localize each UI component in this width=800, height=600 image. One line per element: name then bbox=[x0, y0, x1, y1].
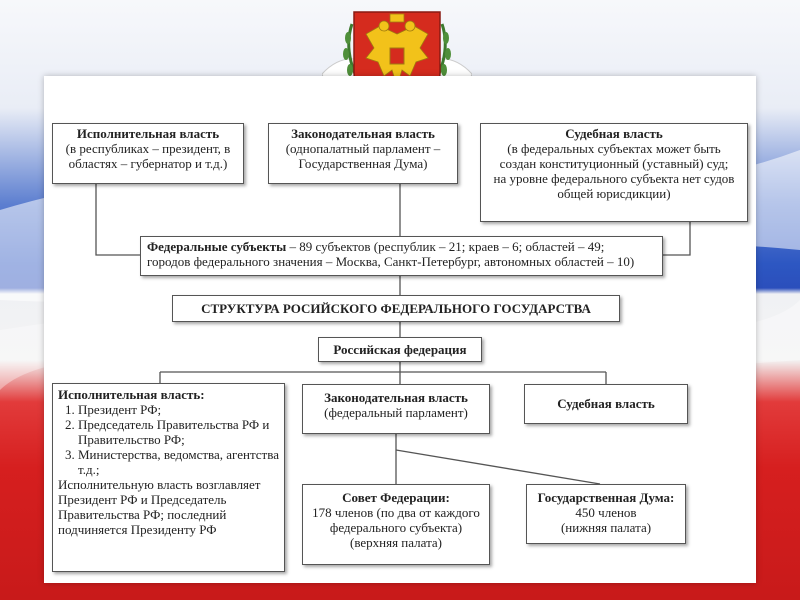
federation-title: Российская федерация bbox=[333, 342, 467, 357]
federation-box: Российская федерация bbox=[318, 337, 482, 362]
federation-council-box: Совет Федерации: 178 членов (по два от к… bbox=[302, 484, 490, 565]
federal-executive-box: Исполнительная власть: Президент РФ; Пре… bbox=[52, 383, 285, 572]
regional-executive-text: (в республиках – президент, в bbox=[65, 141, 231, 156]
regional-executive-title: Исполнительная власть bbox=[76, 126, 220, 141]
regional-judicial-text: (в федеральных субъектах может быть bbox=[507, 141, 721, 156]
regional-judicial-box: Судебная власть (в федеральных субъектах… bbox=[480, 123, 748, 222]
federal-subjects-text: – 89 субъектов (республик – 21; краев – … bbox=[286, 239, 605, 254]
state-duma-text: (нижняя палата) bbox=[560, 520, 652, 535]
structure-title: СТРУКТУРА РОСИЙСКОГО ФЕДЕРАЛЬНОГО ГОСУДА… bbox=[201, 301, 591, 316]
regional-legislative-text: Государственная Дума) bbox=[298, 156, 428, 171]
federal-subjects-box: Федеральные субъекты – 89 субъектов (рес… bbox=[140, 236, 663, 276]
list-item: Председатель Правительства РФ и Правител… bbox=[78, 417, 279, 447]
regional-judicial-text: на уровне федерального субъекта нет судо… bbox=[493, 171, 735, 186]
regional-judicial-text: создан конституционный (уставный) суд; bbox=[499, 156, 729, 171]
state-duma-box: Государственная Дума: 450 членов (нижняя… bbox=[526, 484, 686, 544]
federal-executive-title: Исполнительная власть: bbox=[58, 387, 205, 402]
regional-legislative-box: Законодательная власть (однопалатный пар… bbox=[268, 123, 458, 184]
federation-council-text: 178 членов (по два от каждого bbox=[312, 505, 480, 520]
state-duma-title: Государственная Дума: bbox=[537, 490, 675, 505]
regional-executive-text: областях – губернатор и т.д.) bbox=[68, 156, 228, 171]
state-duma-text: 450 членов bbox=[575, 505, 637, 520]
federation-council-text: федерального субъекта) bbox=[329, 520, 463, 535]
regional-legislative-text: (однопалатный парламент – bbox=[285, 141, 441, 156]
federal-legislative-subtitle: (федеральный парламент) bbox=[324, 405, 468, 420]
regional-judicial-title: Судебная власть bbox=[565, 126, 663, 141]
federal-legislative-box: Законодательная власть (федеральный парл… bbox=[302, 384, 490, 434]
regional-legislative-title: Законодательная власть bbox=[291, 126, 435, 141]
list-item: Министерства, ведомства, агентства т.д.; bbox=[78, 447, 279, 477]
federal-judicial-box: Судебная власть bbox=[524, 384, 688, 424]
federation-council-title: Совет Федерации: bbox=[342, 490, 450, 505]
federal-judicial-title: Судебная власть bbox=[557, 396, 655, 411]
federal-subjects-title: Федеральные субъекты bbox=[147, 239, 287, 254]
federal-legislative-title: Законодательная власть bbox=[324, 390, 468, 405]
federation-council-text: (верхняя палата) bbox=[349, 535, 443, 550]
regional-executive-box: Исполнительная власть (в республиках – п… bbox=[52, 123, 244, 184]
federal-subjects-text: городов федерального значения – Москва, … bbox=[147, 254, 635, 269]
structure-title-box: СТРУКТУРА РОСИЙСКОГО ФЕДЕРАЛЬНОГО ГОСУДА… bbox=[172, 295, 620, 322]
regional-judicial-text: общей юрисдикции) bbox=[557, 186, 671, 201]
federal-executive-list: Президент РФ; Председатель Правительства… bbox=[58, 402, 279, 477]
list-item: Президент РФ; bbox=[78, 402, 279, 417]
federal-executive-note: Исполнительную власть возглавляет Презид… bbox=[58, 477, 261, 537]
